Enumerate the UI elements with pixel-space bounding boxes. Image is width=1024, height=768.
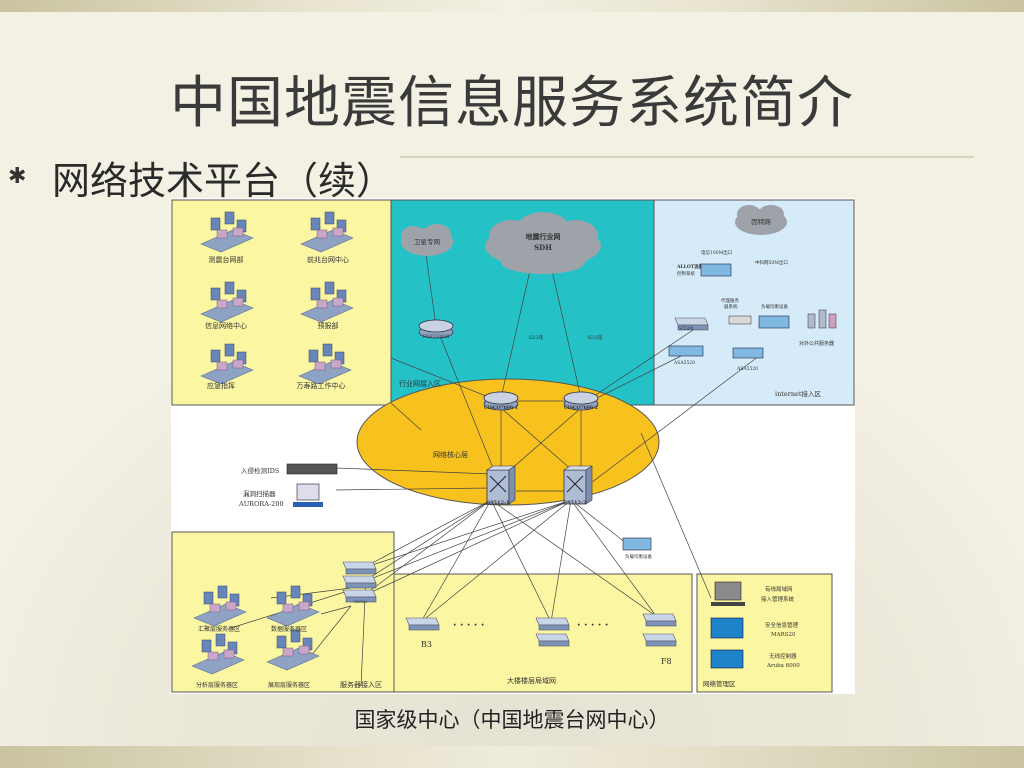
title-divider	[400, 156, 974, 158]
server-switch-icon	[342, 561, 377, 575]
scanner-keyboard-icon	[293, 502, 323, 507]
bottom-decorative-band	[0, 746, 1024, 768]
management-keyboard-icon	[711, 602, 745, 606]
svg-text:ASA5520: ASA5520	[736, 366, 758, 372]
floor-switch-icon	[405, 617, 440, 631]
svg-text:ASA5520: ASA5520	[673, 360, 695, 366]
ids-label: 入侵检测IDS	[241, 466, 279, 475]
management-label: 有线局域网	[765, 585, 793, 593]
svg-text:负载均衡设备: 负载均衡设备	[761, 303, 788, 310]
network-topology-diagram: 测震台网部 前兆台网中心 信息网络中心 预报部 应急指挥 万寿路工作中心 卫星专…	[171, 198, 855, 694]
floor-switch-icon	[535, 617, 570, 631]
svg-text:控制系统: 控制系统	[677, 270, 695, 277]
server-zone-label: 分析层服务器区	[196, 681, 238, 689]
management-label: 接入管理系统	[761, 595, 795, 603]
load-balancer-icon	[622, 537, 652, 551]
zone-label: 行业网接入区	[399, 379, 441, 388]
ids-device-icon	[286, 463, 338, 475]
diagram-caption: 国家级中心（中国地震台网中心）	[354, 708, 670, 732]
aruba-device-icon	[710, 649, 744, 669]
link-label: 622兆	[529, 334, 544, 341]
management-monitor-icon	[714, 581, 742, 601]
floor-switch-icon	[642, 613, 677, 627]
satellite-network-cloud: 卫星专网	[401, 224, 453, 256]
svg-text:代理服务: 代理服务	[721, 297, 739, 304]
building-zone	[393, 573, 693, 693]
core-switch-label: S9512-1	[486, 500, 509, 506]
floor-label: B3	[421, 640, 432, 649]
svg-text:地震行业网: 地震行业网	[526, 232, 561, 241]
svg-text:卫星专网: 卫星专网	[414, 237, 440, 246]
top-decorative-band	[0, 0, 1024, 12]
floor-label: F8	[661, 657, 672, 666]
management-label: 安全信息管理	[765, 621, 799, 629]
zone-label: internet接入区	[775, 389, 821, 398]
core-switch-icon	[486, 465, 516, 505]
load-balancer-label: 负载均衡设备	[625, 553, 652, 560]
building-dots: · · · · ·	[453, 620, 484, 631]
industry-network-cloud: 地震行业网 SDH	[485, 212, 601, 274]
core-switch-label: S9512-2	[563, 500, 587, 506]
server-zone-label: 展现层服务器区	[268, 681, 310, 689]
floor-switch-icon	[535, 633, 570, 647]
bullet-text: 网络技术平台（续）	[52, 159, 395, 203]
department-label: 信息网络中心	[205, 321, 247, 330]
floor-switch-icon	[642, 633, 677, 647]
department-label: 前兆台网中心	[307, 255, 349, 264]
switch-label: S5500	[354, 599, 367, 604]
mars-device-icon	[710, 617, 744, 639]
svg-text:因特网: 因特网	[751, 217, 771, 226]
router-label: CISCO3825	[423, 334, 450, 340]
asterisk-bullet-icon: ✱	[8, 164, 27, 189]
zone-label: 网络管理区	[703, 679, 736, 688]
scanner-label: 漏洞扫描器	[243, 489, 276, 498]
zone-label: 大楼楼层局域网	[507, 676, 556, 685]
slide-title: 中国地震信息服务系统简介	[170, 71, 854, 136]
core-switch-icon	[563, 465, 593, 505]
internet-devices: 电信100M出口 ALLOT流量 控制系统 中科网50M出口 代理服务 器系统 …	[668, 249, 837, 372]
management-label: 无线控制器	[769, 652, 797, 660]
svg-text:对外公共服务器: 对外公共服务器	[799, 340, 834, 347]
server-switch-icon	[342, 575, 377, 589]
svg-text:器系统: 器系统	[724, 303, 738, 310]
core-layer-label: 网络核心层	[433, 450, 468, 459]
department-label: 万寿路工作中心	[297, 381, 346, 390]
svg-text:SDH: SDH	[534, 243, 552, 252]
core-router-label: CISCO7609-2	[564, 405, 598, 411]
svg-text:ALLOT流量: ALLOT流量	[676, 263, 704, 270]
department-label: 测震台网部	[209, 255, 244, 264]
building-dots: · · · · ·	[577, 620, 608, 631]
zone-label: 服务器接入区	[340, 680, 382, 689]
department-label: 应急指挥	[207, 381, 235, 390]
internet-cloud: 因特网	[735, 205, 787, 235]
department-zone	[171, 199, 392, 406]
management-label: MARS20	[771, 632, 796, 638]
link-label: 622兆	[588, 334, 603, 341]
svg-text:S5500: S5500	[679, 326, 694, 332]
core-router-label: CISCO7609-1	[484, 405, 518, 411]
scanner-label: AURORA-200	[238, 500, 284, 508]
svg-text:中科网50M出口: 中科网50M出口	[755, 259, 788, 266]
svg-text:电信100M出口: 电信100M出口	[701, 249, 732, 256]
scanner-monitor-icon	[296, 483, 320, 501]
server-zone-label: 数据服务器区	[271, 625, 307, 633]
server-zone-label: 汇聚层服务器区	[198, 625, 240, 633]
department-label: 预报部	[318, 321, 339, 330]
management-label: Aruba 6000	[766, 663, 800, 669]
bullet-item: ✱ 网络技术平台（续）	[0, 150, 1024, 203]
